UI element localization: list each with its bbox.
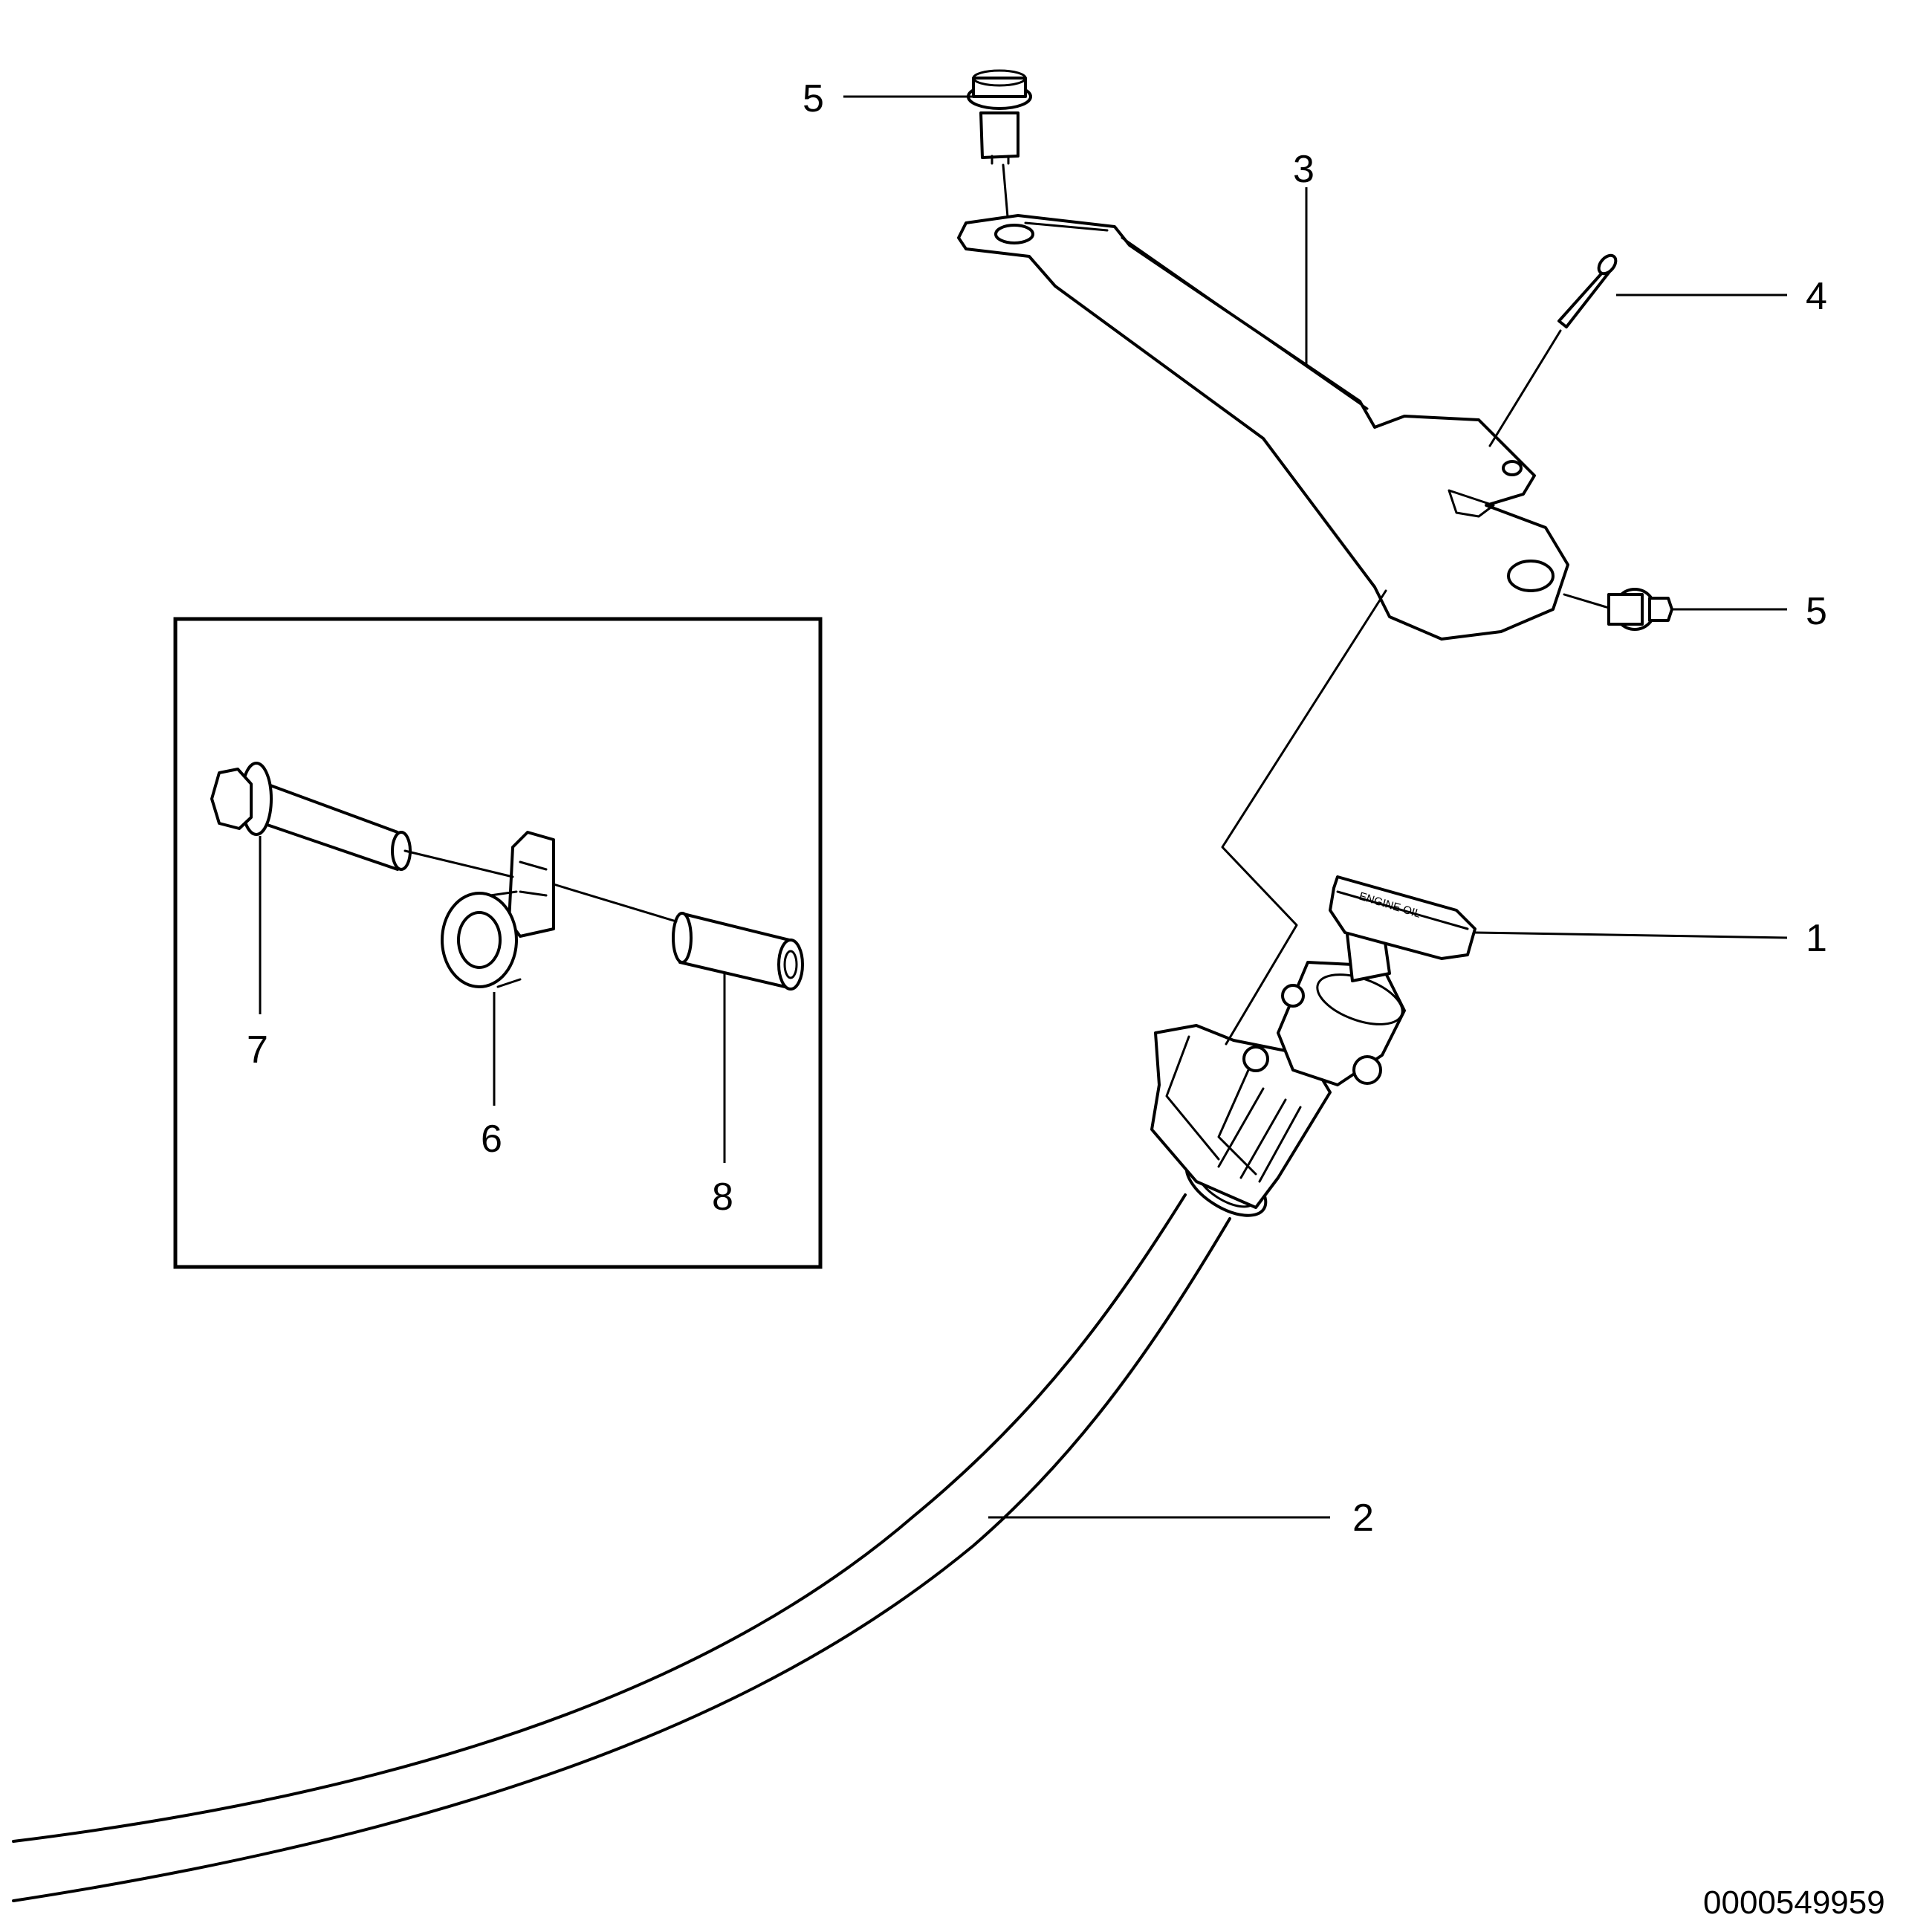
document-number: 0000549959 — [1703, 1884, 1885, 1921]
spacer-sleeve — [672, 912, 804, 991]
dipstick-tube — [12, 1193, 1231, 1902]
dipstick-handle-assembly: ENGINE OIL — [1150, 875, 1476, 1217]
clip — [441, 831, 555, 988]
bracket — [957, 214, 1569, 641]
leader-lines — [843, 95, 1788, 1519]
callout-8: 8 — [712, 1176, 733, 1219]
bolt-right — [1607, 588, 1673, 631]
callout-2: 2 — [1352, 1497, 1374, 1540]
callout-5-top: 5 — [803, 77, 824, 120]
callout-4: 4 — [1806, 275, 1827, 318]
callout-1: 1 — [1806, 917, 1827, 960]
callout-6: 6 — [481, 1118, 502, 1161]
callout-7: 7 — [247, 1028, 268, 1072]
pin — [1557, 253, 1618, 328]
bolt-top — [967, 69, 1032, 165]
assembly-guide-lines — [1002, 163, 1610, 1046]
detail-inset — [173, 617, 823, 1269]
callout-labels: 1 2 3 4 5 5 6 7 8 — [247, 77, 1827, 1540]
callout-5-right: 5 — [1806, 590, 1827, 633]
callout-3: 3 — [1293, 148, 1315, 191]
long-bolt — [210, 762, 412, 871]
